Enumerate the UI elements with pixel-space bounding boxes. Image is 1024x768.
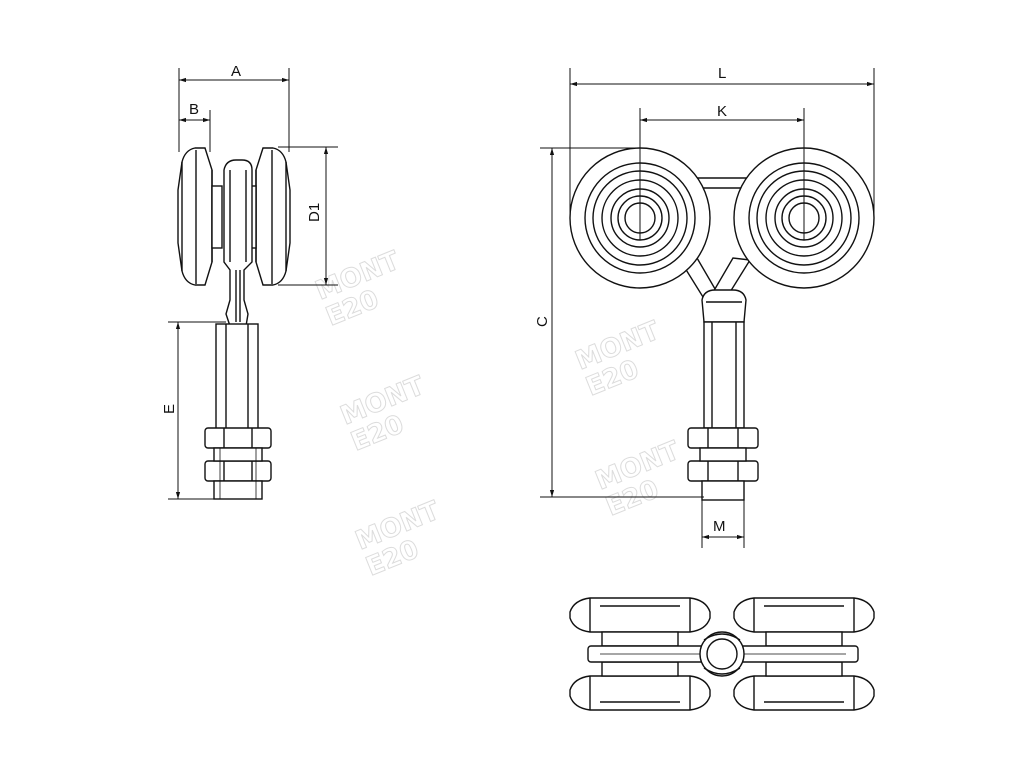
side-dimensions (168, 68, 338, 500)
side-thread-1 (213, 447, 263, 462)
side-nut-2 (204, 460, 272, 482)
top-view (569, 597, 875, 711)
front-thread-2 (701, 480, 745, 501)
top-right-lower-wheel (733, 661, 875, 711)
watermark-group: MONT E20 MONT E20 MONT E20 MONT E20 MONT… (311, 245, 685, 583)
front-shaft (703, 321, 745, 429)
dim-m-label: M (713, 518, 726, 535)
dim-k-label: K (717, 103, 727, 120)
front-nut-2 (687, 460, 759, 482)
top-hub-inner (706, 638, 738, 670)
watermark-2: MONT E20 (336, 370, 430, 458)
front-view (569, 147, 875, 501)
watermark-4: MONT E20 (571, 315, 665, 403)
front-collar (701, 289, 747, 323)
side-shaft (215, 323, 259, 431)
front-nut-1 (687, 427, 759, 449)
top-right-upper-wheel (733, 597, 875, 647)
side-view (177, 147, 291, 500)
side-left-wheel (177, 147, 223, 286)
front-dimensions (540, 68, 875, 548)
dim-b-label: B (189, 101, 199, 118)
dim-a-label: A (231, 63, 241, 80)
dim-e-label: E (161, 404, 178, 414)
side-thread-2 (213, 480, 263, 500)
watermark-1: MONT E20 (311, 245, 405, 333)
watermark-3: MONT E20 (351, 495, 445, 583)
dim-d1-label: D1 (306, 203, 323, 222)
side-nut-1 (204, 427, 272, 449)
side-body (223, 159, 253, 327)
dim-c-label: C (534, 316, 551, 327)
top-left-upper-wheel (569, 597, 711, 647)
watermark-5: MONT E20 (591, 435, 685, 523)
dim-l-label: L (718, 65, 726, 82)
top-left-lower-wheel (569, 661, 711, 711)
front-thread-1 (699, 447, 747, 462)
